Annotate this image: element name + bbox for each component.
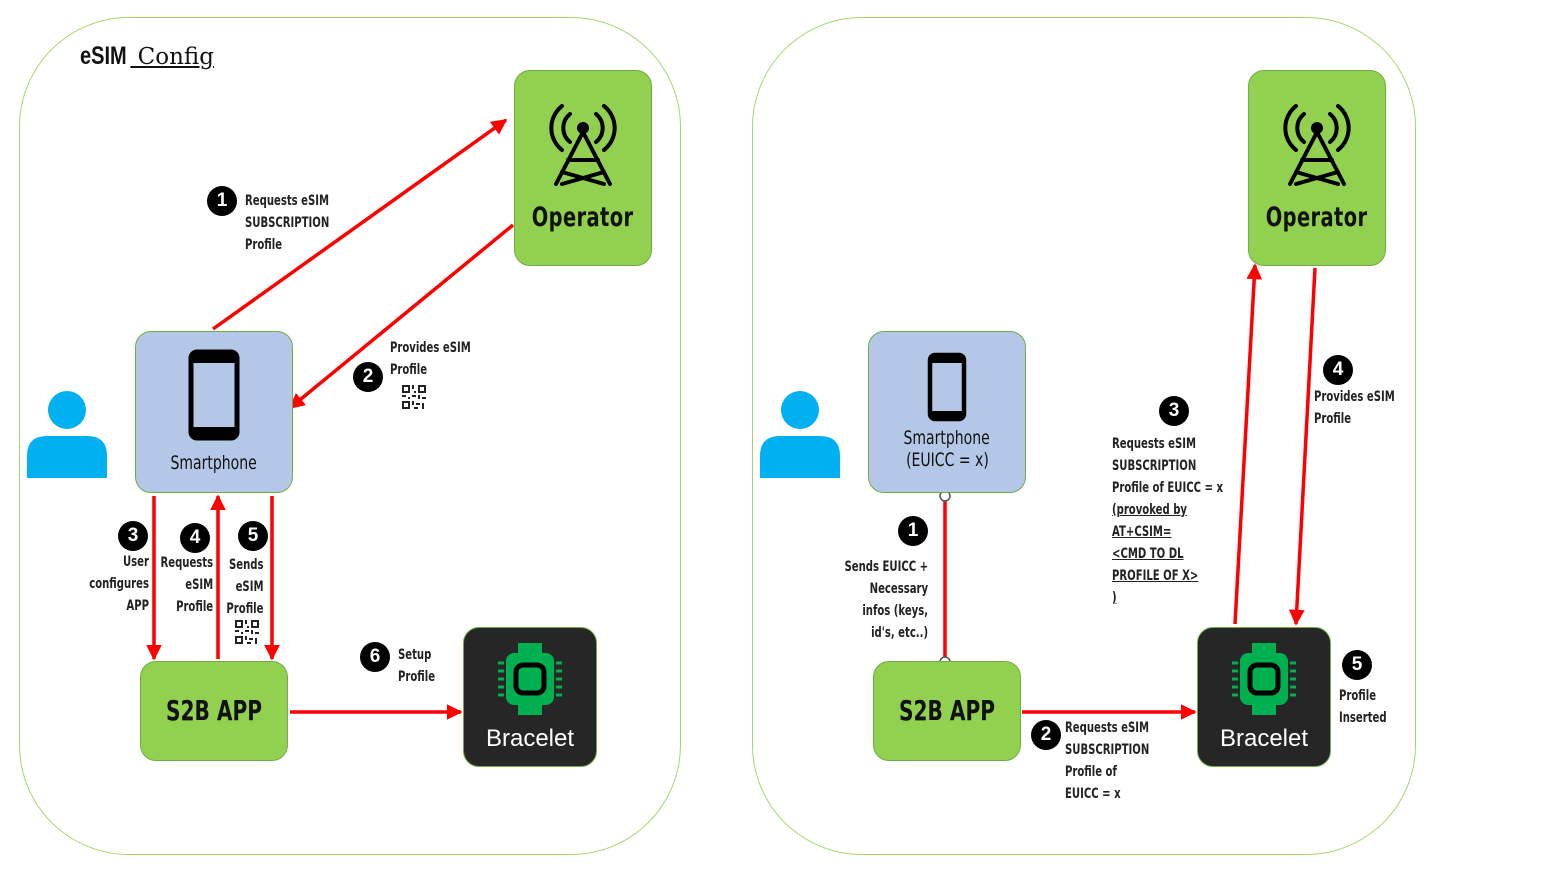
bracelet-label-right: Bracelet bbox=[1219, 725, 1309, 753]
qr-code-icon bbox=[402, 385, 426, 409]
step-badge-right-5: 5 bbox=[1342, 650, 1372, 680]
step-badge-left-5: 5 bbox=[238, 521, 268, 551]
bracelet-node-right: Bracelet bbox=[1197, 627, 1331, 767]
arrow-left-2 bbox=[288, 223, 515, 410]
step-badge-right-3: 3 bbox=[1159, 396, 1189, 426]
antenna-tower-icon bbox=[1283, 104, 1351, 187]
step-badge-left-2: 2 bbox=[353, 362, 383, 392]
arrow-right-4 bbox=[1288, 267, 1317, 626]
step-badge-right-1: 1 bbox=[898, 516, 928, 546]
operator-label-right: Operator bbox=[1266, 202, 1368, 234]
smartphone-label-right-1: Smartphone bbox=[903, 427, 991, 450]
step-badge-left-4: 4 bbox=[180, 523, 210, 553]
qr-code-icon bbox=[235, 620, 259, 644]
smartphone-label-left: Smartphone bbox=[170, 452, 258, 475]
user-icon bbox=[760, 391, 840, 478]
title-bold: eSIM bbox=[80, 42, 127, 70]
s2b-app-node-left: S2B APP bbox=[140, 661, 288, 761]
bracelet-node-left: Bracelet bbox=[463, 627, 597, 767]
s2b-label-left: S2B APP bbox=[165, 693, 263, 727]
step-badge-left-3: 3 bbox=[118, 521, 148, 551]
bracelet-label-left: Bracelet bbox=[485, 725, 575, 753]
smartphone-label-right-2: (EUICC = x) bbox=[905, 449, 989, 471]
arrow-left-1 bbox=[211, 118, 508, 331]
step-badge-right-4: 4 bbox=[1323, 355, 1353, 385]
operator-node-right: Operator bbox=[1248, 70, 1386, 266]
s2b-label-right: S2B APP bbox=[898, 693, 996, 727]
step-badge-left-1: 1 bbox=[207, 186, 237, 216]
smartphone-icon bbox=[188, 349, 240, 441]
diagram-title: eSIM Config bbox=[80, 42, 214, 71]
step-badge-left-6: 6 bbox=[360, 642, 390, 672]
smartwatch-chip-icon bbox=[1232, 643, 1296, 716]
smartwatch-chip-icon bbox=[498, 643, 562, 716]
antenna-tower-icon bbox=[549, 104, 617, 187]
operator-label-left: Operator bbox=[532, 202, 634, 234]
s2b-app-node-right: S2B APP bbox=[873, 661, 1021, 761]
user-icon bbox=[27, 391, 107, 478]
title-rest: Config bbox=[130, 44, 214, 70]
smartphone-icon bbox=[927, 352, 967, 422]
arrow-right-3 bbox=[1233, 263, 1263, 625]
smartphone-node-left: Smartphone bbox=[135, 331, 293, 493]
step-badge-right-2: 2 bbox=[1031, 720, 1061, 750]
operator-node-left: Operator bbox=[514, 70, 652, 266]
smartphone-node-right: Smartphone (EUICC = x) bbox=[868, 331, 1026, 493]
